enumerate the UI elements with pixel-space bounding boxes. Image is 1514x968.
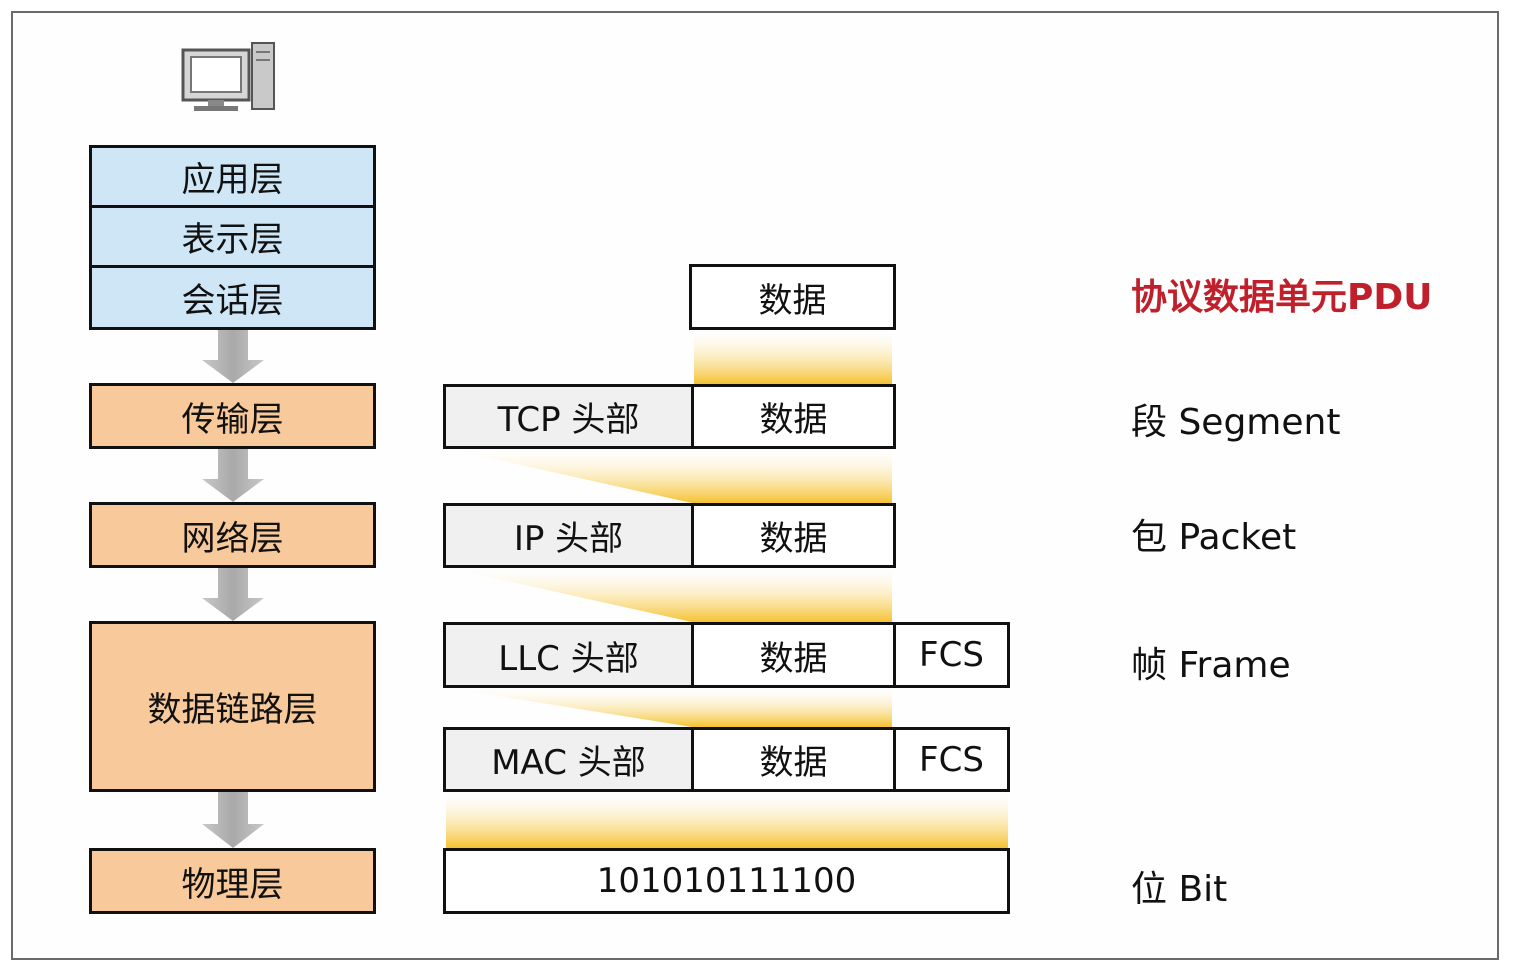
mac-header-cell: MAC 头部 [443, 727, 694, 792]
down-arrow-icon [202, 449, 264, 502]
fcs-label: FCS [919, 739, 984, 780]
data-label: 数据 [759, 638, 828, 679]
pdu-frame-label: 帧 Frame [1131, 645, 1291, 686]
layer-session-label: 会话层 [181, 281, 284, 321]
ip-header-label: IP 头部 [513, 519, 624, 559]
fcs-label: FCS [919, 635, 984, 675]
llc-header-label: LLC 头部 [498, 638, 639, 679]
pdu-title: 协议数据单元PDU [1131, 277, 1433, 318]
bitstream-cell: 101010111100 [443, 848, 1010, 914]
layer-session: 会话层 [89, 265, 376, 330]
layer-datalink-label: 数据链路层 [147, 690, 318, 730]
down-arrow-icon [202, 568, 264, 621]
layer-application: 应用层 [89, 145, 376, 208]
mac-data-cell: 数据 [691, 727, 896, 792]
down-arrow-icon [202, 792, 264, 848]
layer-physical: 物理层 [89, 848, 376, 914]
segment-data-cell: 数据 [691, 384, 896, 449]
data-label: 数据 [759, 519, 828, 559]
bitstream-label: 101010111100 [596, 861, 857, 901]
layer-presentation: 表示层 [89, 205, 376, 268]
layer-datalink: 数据链路层 [89, 621, 376, 792]
llc-data-cell: 数据 [691, 622, 896, 688]
layer-transport: 传输层 [89, 383, 376, 449]
llc-header-cell: LLC 头部 [443, 622, 694, 688]
mac-fcs-cell: FCS [893, 727, 1010, 792]
pdu-packet-label: 包 Packet [1131, 517, 1297, 558]
tcp-header-label: TCP 头部 [497, 400, 640, 440]
llc-fcs-cell: FCS [893, 622, 1010, 688]
data-label: 数据 [759, 400, 828, 440]
layer-network: 网络层 [89, 502, 376, 568]
data-label: 数据 [758, 280, 827, 321]
layer-network-label: 网络层 [181, 518, 284, 559]
session-data-cell: 数据 [689, 264, 896, 330]
layer-physical-label: 物理层 [181, 864, 284, 905]
layer-transport-label: 传输层 [181, 399, 284, 440]
mac-header-label: MAC 头部 [491, 743, 646, 783]
layer-application-label: 应用层 [181, 160, 284, 200]
pdu-bit-label: 位 Bit [1131, 869, 1228, 910]
packet-data-cell: 数据 [691, 503, 896, 568]
tcp-header-cell: TCP 头部 [443, 384, 694, 449]
down-arrow-icon [202, 330, 264, 383]
ip-header-cell: IP 头部 [443, 503, 694, 568]
pdu-segment-label: 段 Segment [1131, 402, 1341, 443]
computer-icon [181, 42, 275, 111]
layer-presentation-label: 表示层 [181, 220, 284, 260]
data-label: 数据 [759, 743, 828, 783]
